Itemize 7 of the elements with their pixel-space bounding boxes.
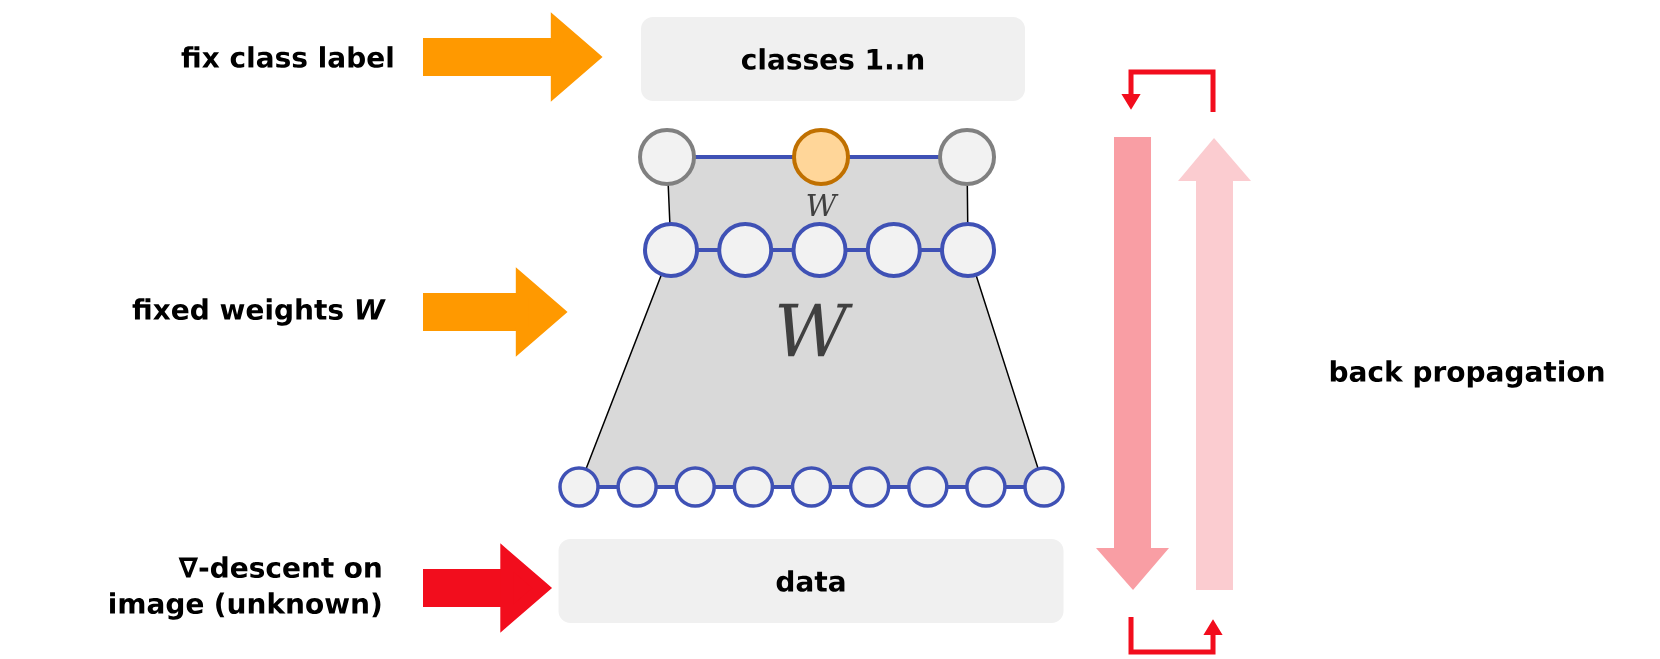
label-box: classes 1..n	[641, 17, 1025, 101]
annotation-text: back propagation	[1330, 360, 1604, 388]
label-box: data	[558, 539, 1064, 623]
annotation-text: fixed weights W	[132, 298, 386, 326]
annotation-text: ∇-descent on image (unknown)	[110, 556, 381, 620]
weight-label: W	[807, 194, 839, 216]
annotation-text: fix class label	[181, 46, 393, 68]
